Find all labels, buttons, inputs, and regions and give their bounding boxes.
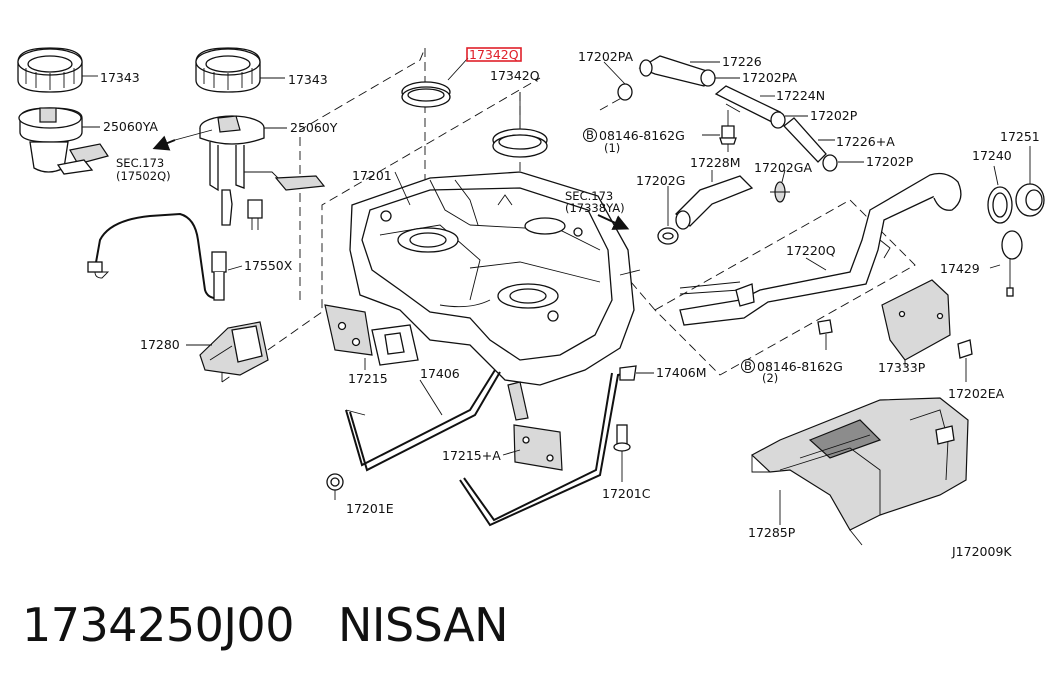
label-17406M[interactable]: 17406M: [656, 365, 707, 380]
label-25060YA[interactable]: 25060YA: [103, 119, 158, 134]
clamp-17202G[interactable]: [657, 227, 679, 245]
clamp-17202PA-a[interactable]: [617, 83, 633, 101]
label-17202GA[interactable]: 17202GA: [754, 160, 812, 175]
label-17202P-a[interactable]: 17202P: [810, 108, 858, 123]
label-sec173-b[interactable]: SEC.173: [565, 189, 613, 203]
label-17285P[interactable]: 17285P: [748, 525, 796, 540]
protector-17215A[interactable]: [513, 424, 563, 471]
label-17342Q-highlighted[interactable]: 17342Q: [469, 47, 519, 62]
label-sec173-a[interactable]: SEC.173: [116, 156, 164, 170]
bolt-marker-icon-1: [583, 128, 597, 142]
hose-17228M[interactable]: [675, 175, 754, 230]
hose-17226[interactable]: [638, 55, 711, 87]
part-footer: 1734250J00 NISSAN: [22, 598, 509, 652]
label-17240[interactable]: 17240: [972, 148, 1012, 163]
bolt-17201C[interactable]: [613, 424, 631, 482]
label-17215A[interactable]: 17215+A: [442, 448, 501, 463]
bolt-08146-8162G-1[interactable]: [719, 110, 737, 152]
sec173-b-arrow: [597, 214, 630, 230]
label-17202EA[interactable]: 17202EA: [948, 386, 1005, 401]
label-17429[interactable]: 17429: [940, 261, 980, 276]
brand-name: NISSAN: [337, 598, 509, 652]
label-17201[interactable]: 17201: [352, 168, 392, 183]
label-17226A[interactable]: 17226+A: [836, 134, 895, 149]
clamp-17202PA-b[interactable]: [700, 69, 716, 87]
part-number: 1734250J00: [22, 598, 294, 652]
fuel-pump-25060Y[interactable]: [152, 115, 326, 226]
label-17202G[interactable]: 17202G: [636, 173, 685, 188]
highlight-box: [466, 47, 522, 62]
diagram-code: J172009K: [951, 544, 1012, 559]
tether-17429[interactable]: [1001, 230, 1023, 297]
label-bolt-qty-2: (2): [762, 371, 778, 385]
pipe-17224N[interactable]: [714, 85, 782, 123]
mounting-band-17406M[interactable]: [459, 365, 637, 527]
label-17202PA-a[interactable]: 17202PA: [578, 49, 634, 64]
label-17215[interactable]: 17215: [348, 371, 388, 386]
label-17228M[interactable]: 17228M: [690, 155, 741, 170]
wire-harness-17550X[interactable]: [87, 199, 263, 301]
protector-17215[interactable]: [324, 304, 419, 366]
lock-ring-17343-left[interactable]: [17, 47, 83, 93]
gasket-17342Q-top[interactable]: [401, 81, 451, 108]
protector-17285P[interactable]: [750, 397, 969, 546]
label-bolt-qty-1: (1): [604, 141, 620, 155]
mounting-band-17406[interactable]: [345, 369, 529, 472]
label-17343-left[interactable]: 17343: [100, 70, 140, 85]
label-17226[interactable]: 17226: [722, 54, 762, 69]
bolt-08146-8162G-2[interactable]: [817, 319, 833, 350]
bolt-marker-icon-2: [741, 359, 755, 373]
label-17342Q[interactable]: 17342Q: [490, 68, 540, 83]
fuel-sender-25060YA[interactable]: [18, 107, 109, 175]
label-bolt-08146-8162G-2[interactable]: 08146-8162G: [757, 359, 843, 374]
label-sec173-b-ref[interactable]: (17338YA): [565, 201, 625, 215]
label-17550X[interactable]: 17550X: [244, 258, 293, 273]
label-17280[interactable]: 17280: [140, 337, 180, 352]
filler-cap-17251[interactable]: [1015, 183, 1045, 217]
nut-17201E[interactable]: [326, 473, 344, 491]
label-17224N[interactable]: 17224N: [776, 88, 825, 103]
label-17406[interactable]: 17406: [420, 366, 460, 381]
label-bolt-08146-8162G-1[interactable]: 08146-8162G: [599, 128, 685, 143]
label-17201E[interactable]: 17201E: [346, 501, 394, 516]
clip-17202EA[interactable]: [957, 339, 973, 382]
bolt-marker-letter-2: B: [744, 359, 752, 373]
label-17333P[interactable]: 17333P: [878, 360, 926, 375]
label-25060Y[interactable]: 25060Y: [290, 120, 338, 135]
label-17202PA-b[interactable]: 17202PA: [742, 70, 798, 85]
label-17220Q[interactable]: 17220Q: [786, 243, 836, 258]
bracket-17280[interactable]: [199, 321, 269, 376]
hose-17226A[interactable]: [783, 117, 827, 163]
protector-17333P[interactable]: [881, 279, 951, 361]
clamp-17202P-a[interactable]: [770, 111, 786, 129]
fuel-tank-17201[interactable]: [349, 171, 641, 386]
label-17202P-b[interactable]: 17202P: [866, 154, 914, 169]
clamp-17202P-b[interactable]: [822, 154, 838, 172]
gasket-17342Q[interactable]: [492, 128, 548, 158]
label-17251[interactable]: 17251: [1000, 129, 1040, 144]
lock-ring-17343-right[interactable]: [195, 47, 261, 93]
filler-pipe-17220Q[interactable]: [679, 172, 962, 326]
bolt-marker-letter-1: B: [586, 128, 594, 142]
clamp-17202GA[interactable]: [770, 181, 790, 203]
gasket-17240[interactable]: [987, 186, 1013, 224]
label-17343-right[interactable]: 17343: [288, 72, 328, 87]
label-17201C[interactable]: 17201C: [602, 486, 651, 501]
label-sec173-a-ref[interactable]: (17502Q): [116, 169, 171, 183]
